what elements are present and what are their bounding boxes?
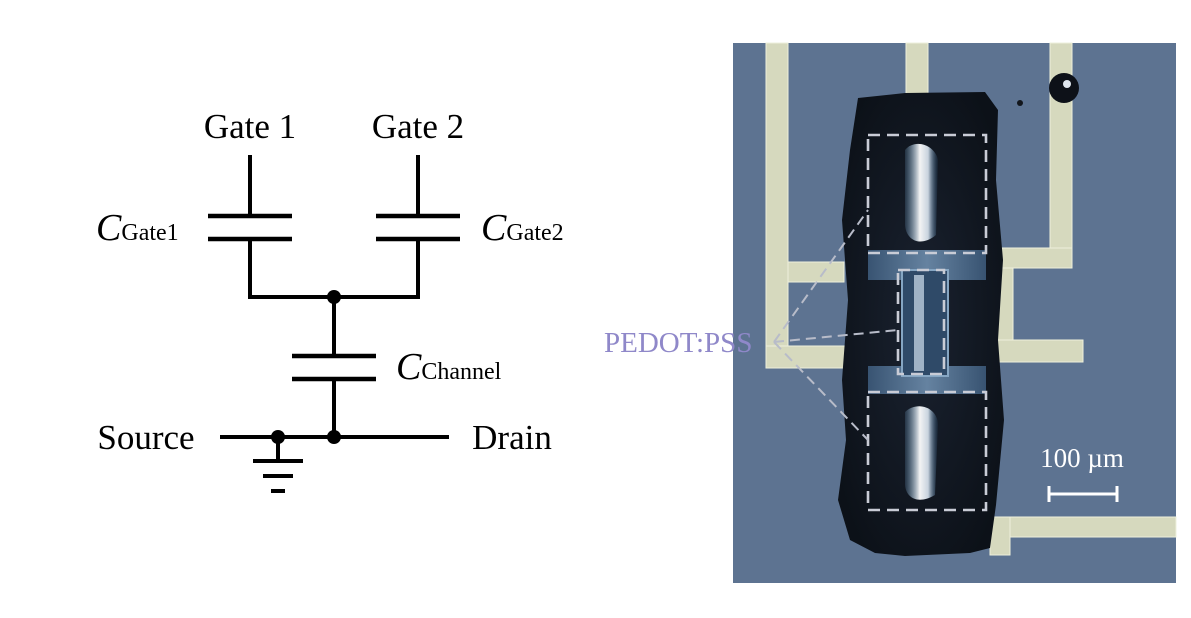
cgate1-label: CGate1 [96, 207, 179, 249]
pedot-pss-label: PEDOT:PSS [604, 327, 752, 359]
channel-strip [901, 269, 949, 377]
scale-bar [1047, 486, 1119, 502]
channel-box [896, 268, 946, 376]
droplet [1049, 73, 1079, 103]
ground-icon [253, 437, 303, 493]
micrograph: PEDOT:PSS 100 µm [604, 42, 1177, 583]
bottom-gate-box [866, 390, 988, 512]
gate1-label: Gate 1 [204, 107, 296, 146]
channel-node [327, 430, 341, 444]
source-label: Source [97, 418, 194, 457]
leader-bottom [773, 341, 869, 441]
cgate2-label: CGate2 [481, 207, 564, 249]
leader-top [773, 209, 869, 343]
cchannel-label: CChannel [396, 346, 502, 388]
leader-middle [773, 329, 899, 343]
scale-bar-label: 100 µm [1040, 443, 1124, 473]
circuit-schematic: Gate 1 Gate 2 Source Drain [96, 107, 564, 493]
gate2-label: Gate 2 [372, 107, 464, 146]
drain-label: Drain [472, 418, 552, 457]
top-gate-box [866, 133, 988, 255]
electrodes [765, 42, 1177, 556]
